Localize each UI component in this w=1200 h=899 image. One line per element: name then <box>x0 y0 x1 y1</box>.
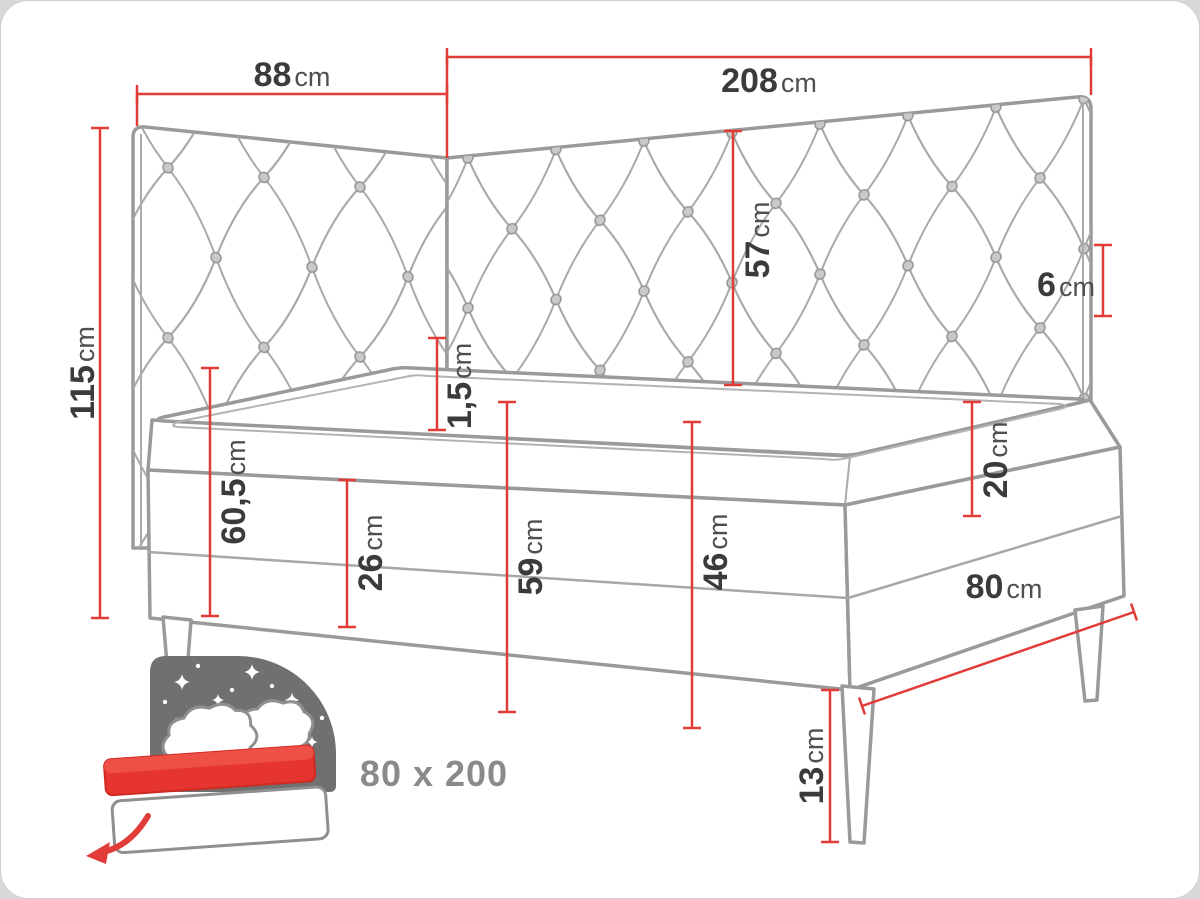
mattress-top-surface <box>156 366 1086 457</box>
size-badge: 80 x 200 <box>360 753 508 794</box>
base-end-seam <box>847 514 1123 600</box>
icon-bed <box>103 699 330 855</box>
icon-mattress-top <box>104 745 314 774</box>
icon-storage-box <box>110 785 330 855</box>
dim-label-leg-height: 13cm <box>793 728 831 805</box>
dim-label-floor-to-mattress: 59cm <box>512 519 550 596</box>
dim-label-box-section: 26cm <box>352 515 390 592</box>
dim-label-topper: 1,5cm <box>441 343 479 429</box>
dimension-lines <box>91 48 1139 844</box>
mattress-corner-edge <box>844 455 851 506</box>
dim-label-mattress-height: 20cm <box>977 422 1015 499</box>
dimension-bed-width-line <box>857 603 1139 715</box>
storage-bed-icon <box>86 656 336 864</box>
arrow-head-icon <box>86 842 110 864</box>
dim-label-headboard-above-mattress: 57cm <box>739 202 777 279</box>
topper-piping-line <box>172 374 1067 461</box>
dim-label-upper-section: 60,5cm <box>215 439 253 544</box>
dim-label-floor-to-box: 46cm <box>697 514 735 591</box>
dim-label-headboard-height: 115cm <box>64 326 102 420</box>
